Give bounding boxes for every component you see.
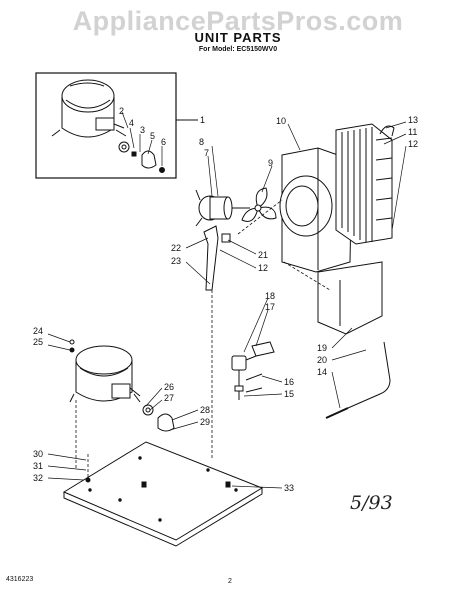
- callout-23: 23: [171, 256, 181, 266]
- callout-11: 11: [408, 127, 417, 137]
- callout-7: 7: [204, 148, 209, 158]
- callout-14: 14: [317, 367, 327, 377]
- callout-6: 6: [161, 137, 166, 147]
- capacitor-group: [231, 341, 275, 400]
- callout-9: 9: [268, 158, 273, 168]
- callout-2: 2: [119, 106, 124, 116]
- model-subtitle: For Model: EC5150WV0: [198, 46, 278, 53]
- callout-33: 33: [284, 483, 294, 493]
- handwritten-date: 5/93: [350, 492, 393, 514]
- page-number: 2: [228, 578, 232, 585]
- callout-19: 19: [317, 343, 327, 353]
- callout-15: 15: [284, 389, 294, 399]
- callout-12-mid: 12: [258, 263, 268, 273]
- callout-10: 10: [276, 116, 286, 126]
- callout-5: 5: [150, 131, 155, 141]
- diagram-title: UNIT PARTS: [194, 30, 282, 45]
- callout-17: 17: [265, 302, 275, 312]
- callout-27: 27: [164, 393, 174, 403]
- base-pan: [62, 441, 264, 547]
- callout-24: 24: [33, 326, 43, 336]
- callout-28: 28: [200, 405, 210, 415]
- callout-1: 1: [200, 115, 205, 125]
- inset-compressor: [51, 79, 165, 173]
- callout-26: 26: [164, 382, 174, 392]
- callout-18: 18: [265, 291, 275, 301]
- callout-22: 22: [171, 243, 181, 253]
- document-number: 4316223: [6, 576, 34, 583]
- callout-25: 25: [33, 337, 43, 347]
- callout-8: 8: [199, 137, 204, 147]
- callout-21: 21: [258, 250, 268, 260]
- callout-20: 20: [317, 355, 327, 365]
- fan-shroud: [279, 147, 353, 273]
- callout-30: 30: [33, 449, 43, 459]
- callout-4: 4: [129, 118, 134, 128]
- callout-31: 31: [33, 461, 43, 471]
- callout-32: 32: [33, 473, 43, 483]
- watermark: AppliancePartsPros.com: [72, 6, 404, 36]
- partition-panel: [317, 261, 383, 335]
- callout-3: 3: [140, 125, 145, 135]
- condenser-coil: [335, 123, 395, 245]
- callout-29: 29: [200, 417, 210, 427]
- callout-12-top: 12: [408, 139, 418, 149]
- callout-13: 13: [408, 115, 418, 125]
- fan-motor: [195, 189, 250, 227]
- main-compressor: [69, 339, 175, 432]
- callout-labels: 1 2 3 4 5 6 7 8 9 10 11 12 13 12 14 15 1…: [33, 106, 418, 493]
- callout-16: 16: [284, 377, 294, 387]
- compressor-inset-box: [35, 72, 177, 179]
- fan-blade: [241, 187, 277, 222]
- motor-bracket: [203, 225, 231, 291]
- thermostat-sensing-bulb: [325, 341, 391, 419]
